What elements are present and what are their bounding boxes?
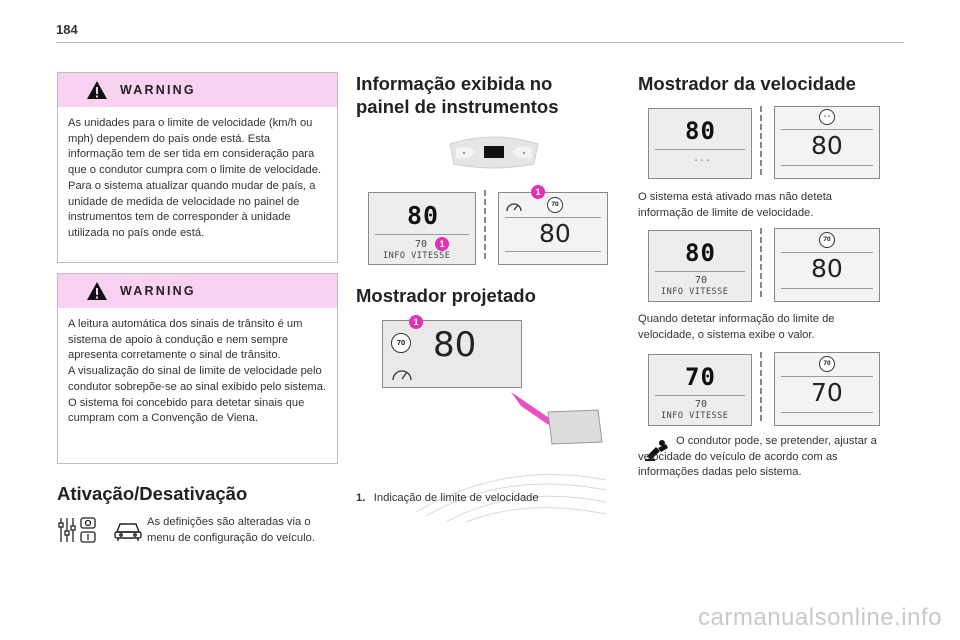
- right-speed: 70: [811, 378, 843, 407]
- settings-menu-icon: [58, 517, 96, 543]
- speedometer-icon: [506, 203, 522, 212]
- warning-title: WARNING: [120, 284, 196, 298]
- tip-text: O condutor pode, se pretender, ajustar a…: [638, 435, 877, 479]
- warning-text: As unidades para o limite de velocidade …: [68, 117, 322, 239]
- left-column: WARNING As unidades para o limite de vel…: [57, 72, 338, 555]
- callout-marker: 1: [435, 237, 449, 251]
- right-column: Mostrador da velocidade 80 --- - - 80 O …: [638, 72, 902, 512]
- speedometer-icon: [392, 370, 412, 381]
- speed-panel-right: 70 80: [774, 228, 880, 302]
- callout-marker: 1: [409, 315, 423, 329]
- panel-label: INFO VITESSE: [661, 411, 729, 421]
- cluster-divider: [375, 234, 469, 235]
- watermark: carmanualsonline.info: [698, 604, 942, 631]
- head-up-heading: Mostrador projetado: [356, 285, 536, 306]
- right-speed: 80: [539, 219, 571, 248]
- panel-limit: ---: [693, 155, 712, 166]
- callout-marker: 1: [531, 185, 545, 199]
- instrument-panel-heading: Informação exibida no painel de instrume…: [356, 73, 559, 117]
- middle-column: Informação exibida no painel de instrume…: [356, 72, 618, 532]
- legend-row: 1. Indicação de limite de velocidade: [356, 488, 618, 507]
- speed-display-heading: Mostrador da velocidade: [638, 73, 856, 94]
- panel-limit: 70: [695, 399, 708, 410]
- activation-row: As definições são alteradas via o menu d…: [57, 515, 338, 555]
- activation-text: As definições são alteradas via o menu d…: [147, 516, 315, 544]
- head-up-speed: 80: [433, 325, 477, 365]
- cluster-display: 80 70 INFO VITESSE 1: [368, 192, 476, 265]
- panel-separator: [760, 352, 762, 424]
- warning-text: A leitura automática dos sinais de trâns…: [68, 318, 327, 425]
- panel-separator: [760, 228, 762, 300]
- right-divider: [505, 217, 601, 218]
- legend-number: 1.: [356, 492, 366, 504]
- speed-panel-no-detection: 80 ---: [648, 108, 752, 179]
- right-divider: [781, 412, 873, 413]
- right-divider: [781, 252, 873, 253]
- warning-title: WARNING: [120, 83, 196, 97]
- panel-speed: 80: [685, 239, 716, 267]
- panel-speed: 70: [685, 363, 716, 391]
- head-up-display: 70 80 1: [382, 315, 522, 388]
- panel-separator: [760, 106, 762, 178]
- speed-limit-sign: 70: [819, 356, 835, 372]
- warning-header: WARNING: [58, 274, 337, 308]
- right-divider: [781, 288, 873, 289]
- warning-triangle-icon: [87, 81, 107, 99]
- dashboard-illustration: [449, 136, 539, 169]
- activation-heading: Ativação/Desativação: [57, 483, 248, 504]
- panel-divider: [655, 149, 745, 150]
- right-divider: [505, 251, 601, 252]
- speed-panel-right: - - 80: [774, 106, 880, 179]
- speed-panel-detected: 80 70 INFO VITESSE: [648, 230, 752, 302]
- right-speed: 80: [811, 131, 843, 160]
- driver-adjust-icon: [645, 440, 668, 461]
- right-speed: 80: [811, 254, 843, 283]
- header-rule: [56, 42, 904, 43]
- warning-triangle-icon: [87, 282, 107, 300]
- no-detection-text: O sistema está ativado mas não deteta in…: [638, 191, 833, 219]
- cluster-speed: 80: [407, 201, 440, 230]
- panel-separator: [484, 190, 486, 262]
- speed-panel-right: 70 70: [774, 352, 880, 426]
- cluster-limit: 70: [415, 239, 428, 250]
- legend-text: Indicação de limite de velocidade: [373, 492, 539, 504]
- cluster-label: INFO VITESSE: [383, 251, 451, 261]
- speed-limit-sign: 70: [819, 232, 835, 248]
- detected-text: Quando detetar informação do limite de v…: [638, 313, 835, 341]
- warning-header: WARNING: [58, 73, 337, 107]
- right-divider: [781, 129, 873, 130]
- windshield-projection-illustration: [415, 392, 607, 522]
- panel-limit: 70: [695, 275, 708, 286]
- speed-limit-sign: - -: [819, 109, 835, 125]
- panel-label: INFO VITESSE: [661, 287, 729, 297]
- panel-divider: [655, 271, 745, 272]
- speed-panel-adjusted: 70 70 INFO VITESSE: [648, 354, 752, 426]
- right-divider: [781, 376, 873, 377]
- speed-limit-sign: 70: [547, 197, 563, 213]
- car-icon: [114, 523, 142, 541]
- panel-speed: 80: [685, 117, 716, 145]
- page-number: 184: [56, 22, 78, 37]
- warning-box-units: WARNING As unidades para o limite de vel…: [57, 72, 338, 263]
- cluster-right-display: 70 80 1: [498, 185, 608, 265]
- warning-box-reading: WARNING A leitura automática dos sinais …: [57, 273, 338, 464]
- right-divider: [781, 165, 873, 166]
- speed-limit-sign: 70: [391, 333, 411, 353]
- panel-divider: [655, 395, 745, 396]
